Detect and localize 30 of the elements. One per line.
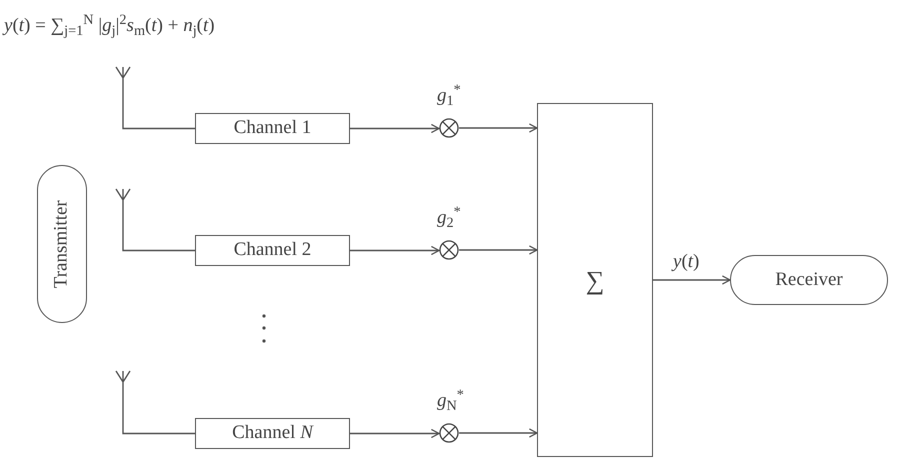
transmitter-terminal (37, 165, 87, 323)
edge-label: y(t) (673, 251, 700, 272)
arrow (350, 246, 440, 256)
node-text: Channel N (232, 421, 313, 446)
arrow (459, 123, 538, 133)
antenna-icon (114, 370, 132, 388)
connector-line (122, 388, 195, 434)
arrow (459, 428, 538, 438)
node-text: Transmitter (50, 200, 73, 288)
node-text: Receiver (775, 268, 843, 292)
node-text: ∑ (586, 264, 604, 296)
connector-line (122, 206, 195, 252)
connector-line (122, 84, 195, 130)
multiplier-symbol (439, 118, 459, 138)
antenna-icon (114, 188, 132, 206)
arrow (350, 124, 440, 134)
channel-box (195, 113, 350, 144)
channel-box (195, 235, 350, 266)
summation-box (537, 103, 653, 457)
multiplier-symbol (439, 423, 459, 443)
channel-box (195, 418, 350, 449)
arrow (459, 245, 538, 255)
arrow (653, 275, 731, 285)
node-text: Channel 1 (234, 116, 312, 140)
multiplier-symbol (439, 240, 459, 260)
receiver-terminal (730, 255, 888, 305)
equation-text: y(t) = ∑$_{j=1}$$^{N}$ |g$_{j}$|$^{2}$s$_{m}$(t) + n$_{j}$(t) (4, 15, 215, 36)
arrow (350, 428, 440, 438)
node-text: Channel 2 (234, 238, 312, 262)
antenna-icon (114, 66, 132, 84)
